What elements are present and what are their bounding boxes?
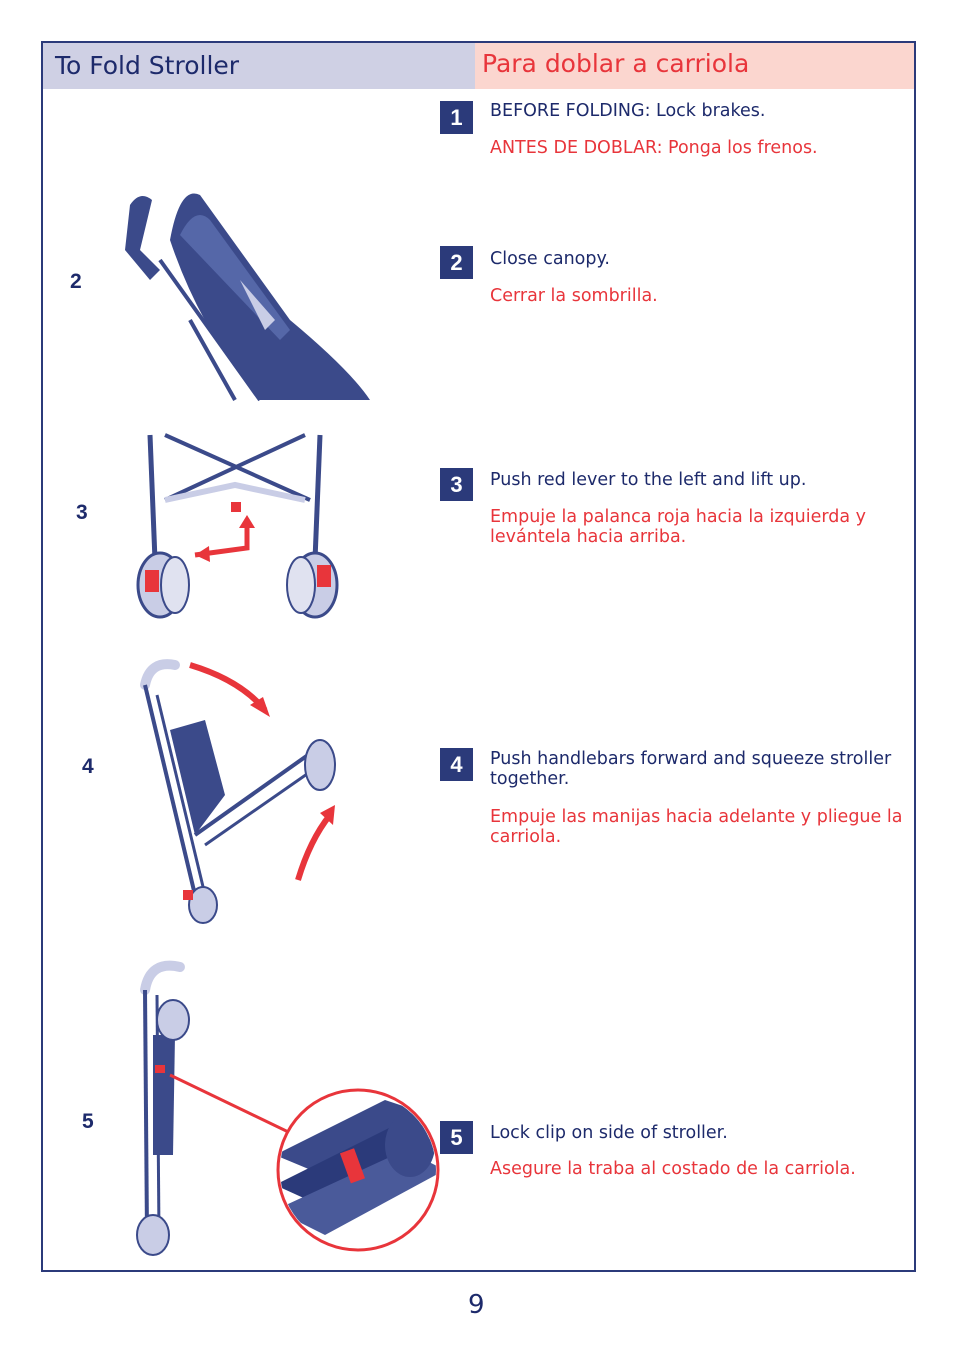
figure-4-folding-illustration — [140, 659, 336, 924]
step-1-es-text: : Ponga los frenos. — [656, 138, 818, 158]
figure-5-label: 5 — [82, 1110, 94, 1133]
figure-4-label: 4 — [82, 755, 94, 778]
step-4-spanish: Empuje las manijas hacia adelante y plie… — [490, 807, 903, 847]
figure-3-red-lever-illustration — [136, 433, 339, 619]
step-1-badge: 1 — [440, 101, 473, 134]
header-english: To Fold Stroller — [43, 43, 475, 89]
step-1-en-text: : Lock brakes. — [644, 101, 766, 121]
page-number: 9 — [468, 1290, 485, 1320]
step-3-badge: 3 — [440, 468, 473, 501]
page-frame — [41, 41, 916, 1272]
header-spanish: Para doblar a carriola — [475, 43, 914, 89]
step-1-es-prefix: ANTES DE DOBLAR — [490, 138, 657, 158]
step-1-english: BEFORE FOLDING: Lock brakes. — [490, 101, 910, 121]
step-3-spanish: Empuje la palanca roja hacia la izquierd… — [490, 507, 866, 547]
step-5-badge: 5 — [440, 1121, 473, 1154]
step-2-spanish: Cerrar la sombrilla. — [490, 286, 658, 306]
figure-2-closed-canopy-illustration — [125, 193, 370, 402]
step-2-badge: 2 — [440, 246, 473, 279]
step-5-spanish: Asegure la traba al costado de la carrio… — [490, 1159, 856, 1179]
step-5-english: Lock clip on side of stroller. — [490, 1123, 728, 1143]
step-4-badge: 4 — [440, 748, 473, 781]
step-1-en-prefix: BEFORE FOLDING — [490, 101, 645, 121]
title-spanish: Para doblar a carriola — [482, 49, 750, 78]
figure-5-lock-clip-illustration — [136, 960, 440, 1256]
step-2-english: Close canopy. — [490, 249, 610, 269]
figure-3-label: 3 — [76, 501, 88, 524]
title-english: To Fold Stroller — [55, 51, 240, 80]
step-1-spanish: ANTES DE DOBLAR: Ponga los frenos. — [490, 138, 910, 158]
step-3-english: Push red lever to the left and lift up. — [490, 470, 807, 490]
step-4-english: Push handlebars forward and squeeze stro… — [490, 749, 892, 789]
figure-2-label: 2 — [70, 270, 82, 293]
